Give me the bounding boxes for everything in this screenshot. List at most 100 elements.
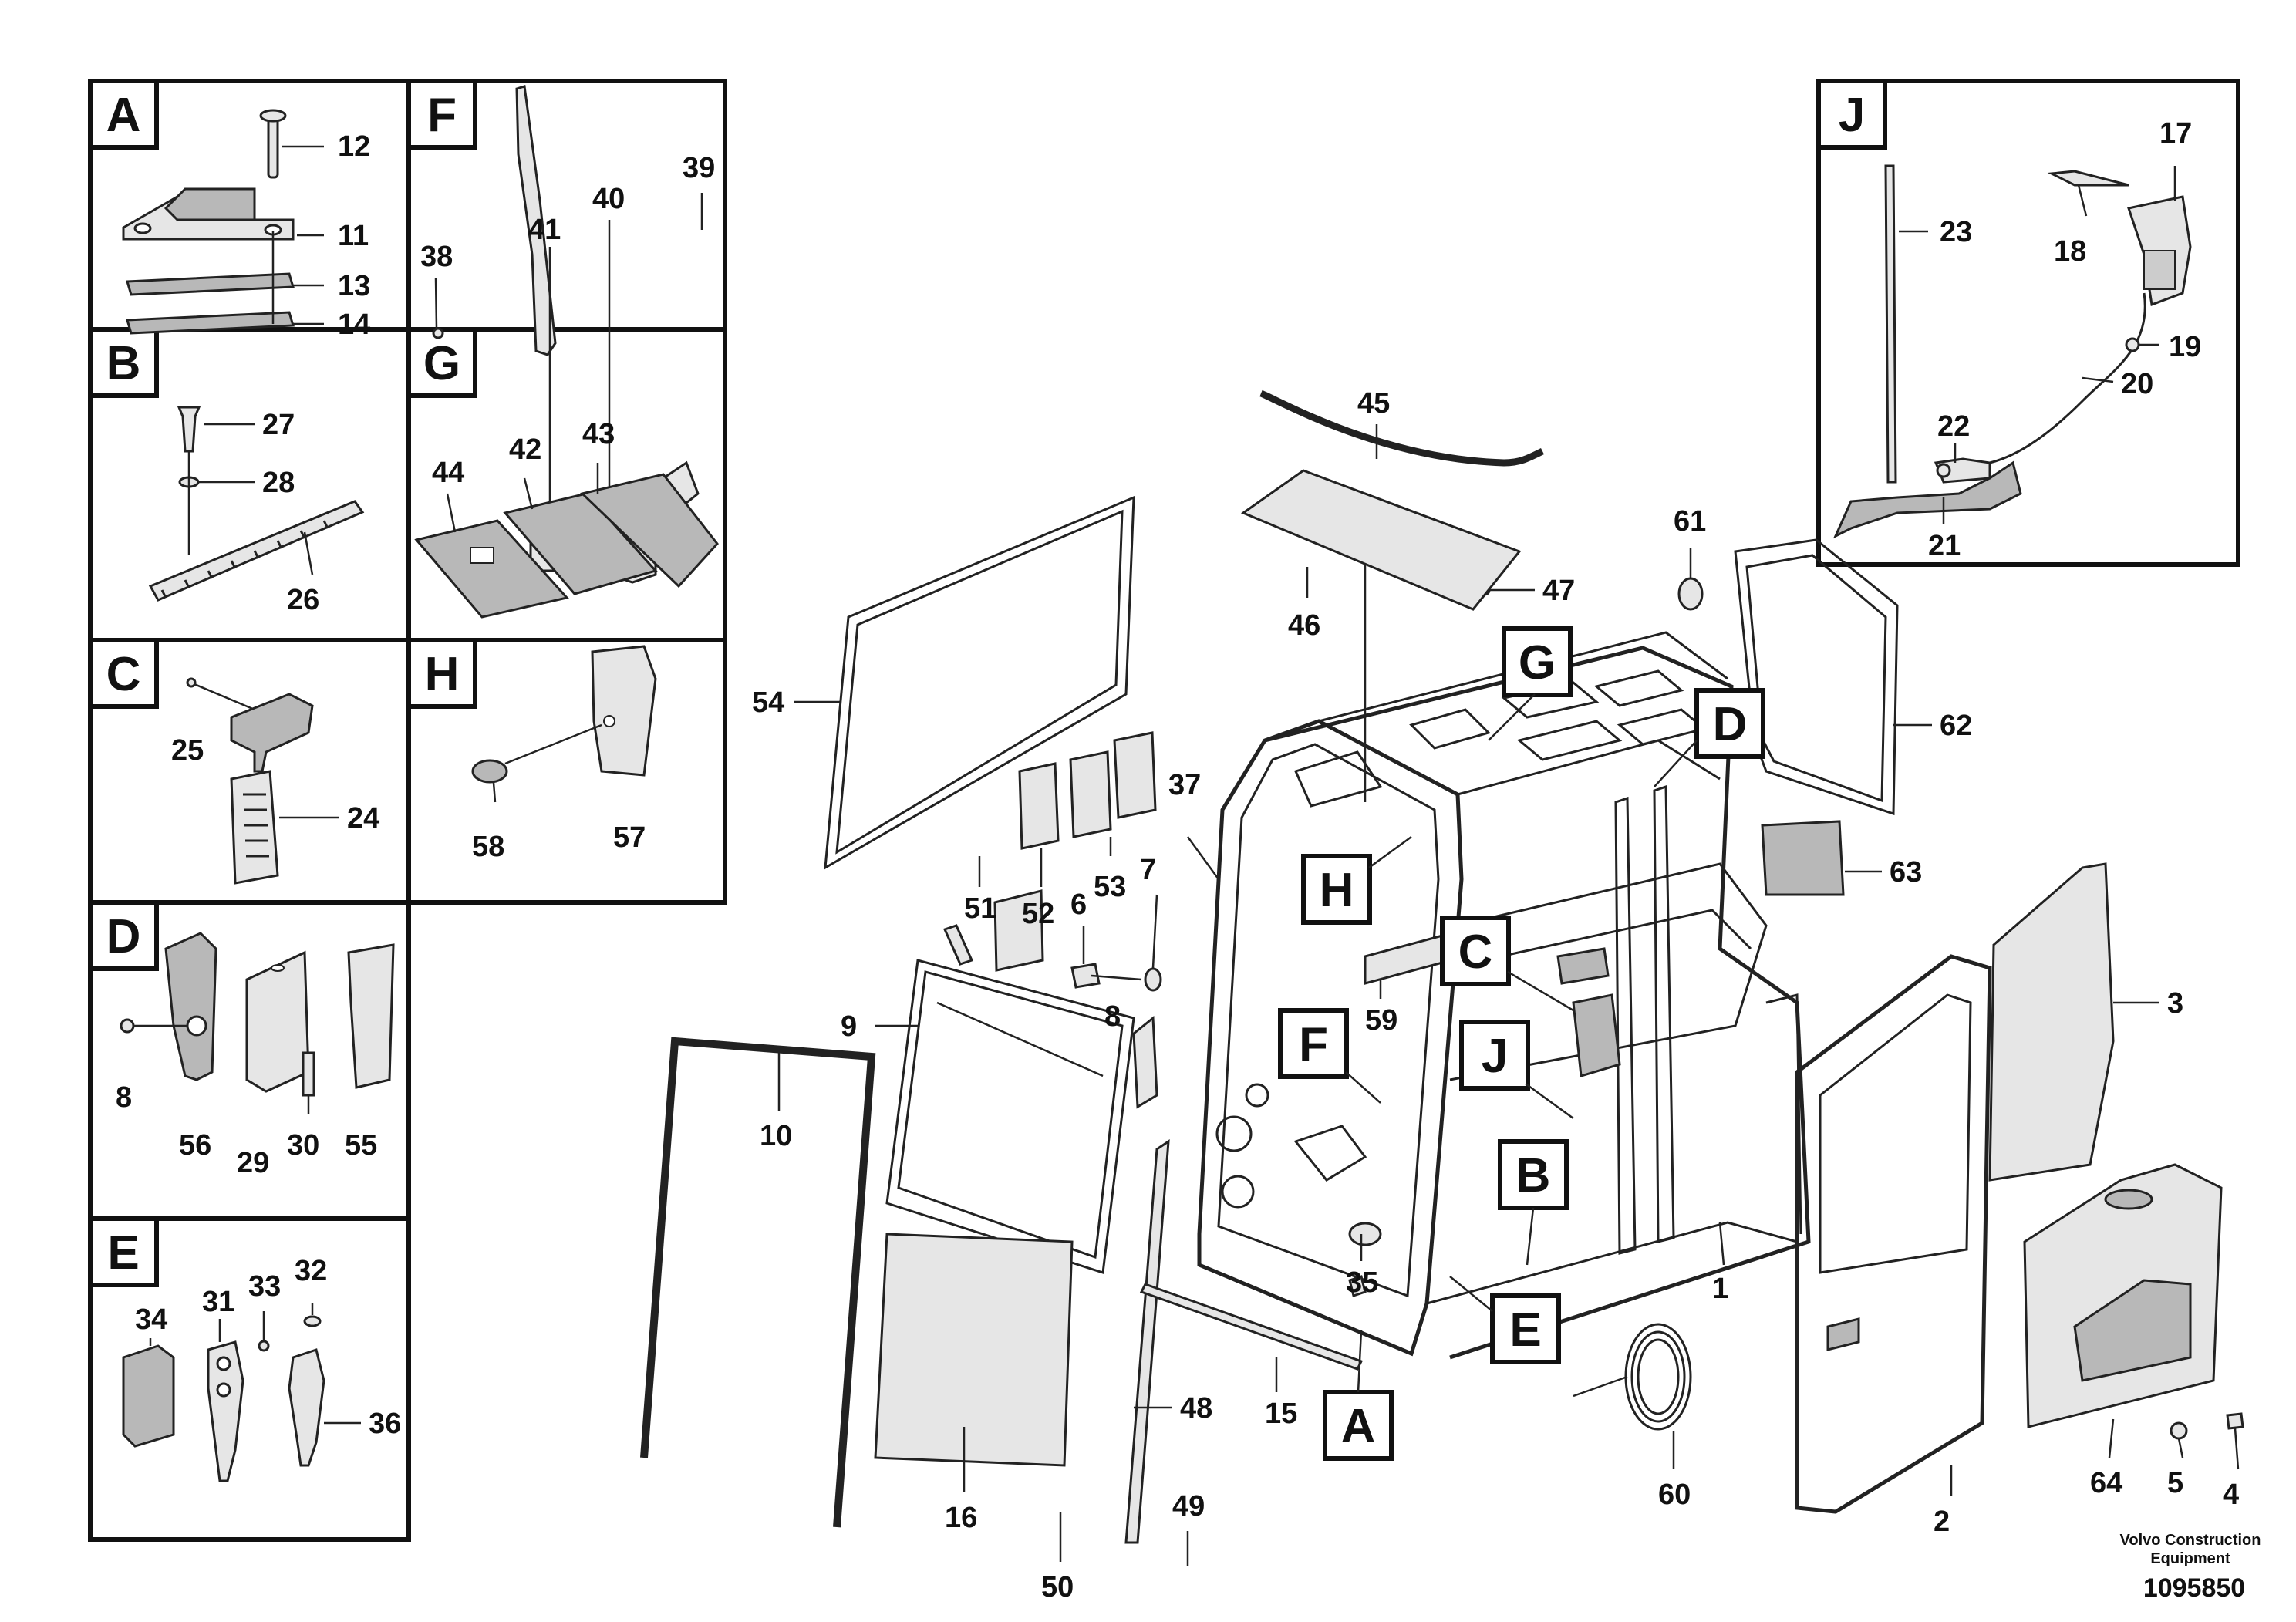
callout-tag-b: B	[1516, 1149, 1551, 1202]
part-label-19: 19	[2169, 331, 2201, 363]
part-label-11: 11	[338, 220, 369, 252]
part-label-21: 21	[1928, 530, 1961, 562]
detail-grid-frame	[88, 79, 727, 1542]
part-label-57: 57	[613, 821, 646, 854]
callout-tag-g: G	[1519, 636, 1556, 690]
part-label-44: 44	[432, 457, 464, 489]
part-label-32: 32	[295, 1255, 327, 1287]
part-label-50: 50	[1041, 1571, 1074, 1603]
part-label-33: 33	[248, 1270, 281, 1303]
part-label-28: 28	[262, 467, 295, 499]
part-label-55: 55	[345, 1129, 377, 1162]
part-label-63: 63	[1890, 856, 1922, 889]
part-label-41: 41	[528, 214, 561, 246]
part-label-6: 6	[1070, 889, 1087, 921]
callout-tags: G D H C F J B E A	[1278, 626, 1765, 1461]
part-label-38: 38	[420, 241, 453, 273]
part-label-56: 56	[179, 1129, 211, 1162]
part-label-62: 62	[1940, 710, 1972, 742]
panel-letter-boxes: A B C D E F G H	[88, 79, 477, 1287]
part-label-1: 1	[1712, 1273, 1728, 1305]
part-label-23: 23	[1940, 216, 1972, 248]
part-label-45: 45	[1357, 387, 1390, 420]
panel-j-drawing: J 23 17 18 19 20 22 21	[1816, 79, 2240, 567]
part-label-51: 51	[964, 892, 996, 925]
part-label-43: 43	[582, 418, 615, 450]
part-label-46: 46	[1288, 609, 1320, 642]
part-label-49: 49	[1172, 1490, 1205, 1523]
part-label-40: 40	[592, 183, 625, 215]
part-label-27: 27	[262, 409, 295, 441]
part-label-52: 52	[1022, 898, 1054, 930]
part-label-47: 47	[1542, 575, 1575, 607]
part-label-29: 29	[237, 1147, 269, 1179]
part-label-20: 20	[2121, 368, 2153, 400]
part-label-37: 37	[1168, 769, 1201, 801]
part-label-36: 36	[369, 1408, 401, 1440]
credit-line-2: Equipment	[2150, 1550, 2230, 1567]
panel-j-letter: J	[1839, 89, 1865, 142]
part-label-60: 60	[1658, 1479, 1691, 1511]
panel-h-drawing: 58 57	[471, 645, 657, 863]
part-label-35: 35	[1346, 1266, 1378, 1299]
callout-tag-j: J	[1482, 1030, 1508, 1083]
part-label-64: 64	[2090, 1467, 2122, 1499]
part-label-31: 31	[202, 1286, 234, 1318]
part-label-8-detail-d: 8	[116, 1081, 132, 1114]
part-label-9: 9	[841, 1010, 857, 1043]
part-label-14: 14	[338, 309, 370, 341]
callout-tag-h: H	[1320, 864, 1354, 917]
part-label-34: 34	[135, 1303, 167, 1336]
part-label-39: 39	[683, 152, 715, 184]
panel-b-letter: B	[106, 337, 141, 390]
part-label-8: 8	[1104, 1000, 1121, 1033]
part-label-10: 10	[760, 1120, 792, 1152]
part-label-58: 58	[472, 831, 504, 863]
part-label-12: 12	[338, 130, 370, 163]
panel-g-letter: G	[423, 337, 460, 390]
panel-f-letter: F	[427, 89, 457, 142]
part-label-16: 16	[945, 1502, 977, 1534]
part-label-22: 22	[1937, 410, 1970, 443]
part-label-25: 25	[171, 734, 204, 767]
callout-tag-c: C	[1458, 926, 1493, 979]
callout-tag-e: E	[1509, 1303, 1541, 1357]
part-label-2: 2	[1934, 1506, 1950, 1538]
part-label-17: 17	[2159, 117, 2192, 150]
panel-g-drawing: 44 42 43	[414, 418, 719, 619]
panel-b-drawing: 27 28 26	[148, 406, 365, 616]
part-label-42: 42	[509, 433, 541, 466]
part-label-7: 7	[1140, 854, 1156, 886]
panel-h-letter: H	[425, 648, 460, 701]
panel-c-drawing: 25 24	[171, 677, 379, 885]
part-label-13: 13	[338, 270, 370, 302]
part-label-59: 59	[1365, 1004, 1397, 1037]
panel-c-letter: C	[106, 648, 141, 701]
publisher-credit: Volvo Construction Equipment	[2098, 1531, 2283, 1568]
credit-line-1: Volvo Construction	[2119, 1532, 2261, 1549]
part-label-5: 5	[2167, 1467, 2183, 1499]
panel-d-drawing: 8 56 29 30 55	[116, 932, 395, 1179]
panel-a-drawing: 12 11 13 14	[122, 109, 370, 341]
part-label-30: 30	[287, 1129, 319, 1162]
part-label-54: 54	[752, 686, 784, 719]
part-label-24: 24	[347, 802, 379, 835]
part-label-61: 61	[1674, 505, 1706, 538]
part-label-18: 18	[2054, 235, 2086, 268]
main-cab-assembly: 54 51 52 53 9 10 16 48 50 49	[640, 387, 2244, 1603]
callout-tag-f: F	[1299, 1018, 1328, 1071]
panel-e-letter: E	[107, 1226, 139, 1280]
panel-e-drawing: 34 31 33 32 36	[122, 1255, 401, 1482]
part-label-53: 53	[1094, 871, 1126, 903]
part-label-26: 26	[287, 584, 319, 616]
panel-d-letter: D	[106, 910, 141, 963]
part-label-48: 48	[1180, 1392, 1212, 1425]
part-label-3: 3	[2167, 987, 2183, 1020]
callout-tag-a: A	[1341, 1400, 1376, 1453]
part-label-15: 15	[1265, 1398, 1297, 1430]
callout-tag-d: D	[1713, 698, 1748, 751]
document-number: 1095850	[2143, 1573, 2246, 1603]
part-label-4: 4	[2223, 1479, 2239, 1511]
panel-a-letter: A	[106, 89, 141, 142]
